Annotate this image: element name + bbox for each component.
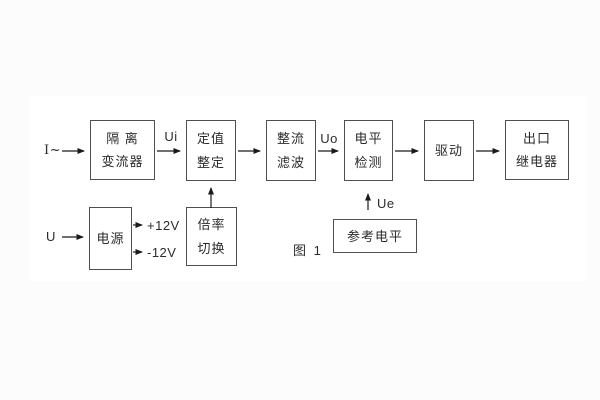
- block-power-supply: 电源: [89, 207, 132, 270]
- block-level-detection: 电平 检测: [344, 120, 393, 181]
- block-setting-adjustment-line1: 定值: [196, 131, 225, 146]
- block-output-relay-line2: 继电器: [515, 154, 558, 170]
- block-isolation-transformer-line1: 隔 离: [106, 130, 139, 146]
- block-driver: 驱动: [424, 120, 474, 181]
- label-signal-uo: Uo: [320, 131, 338, 146]
- block-ratio-switching-line2: 切换: [197, 240, 226, 256]
- block-level-detection-line1: 电平: [354, 131, 383, 146]
- label-signal-ue: Ue: [377, 196, 395, 211]
- block-rectifier-filter-line2: 滤波: [276, 155, 305, 170]
- block-ratio-switching-line1: 倍率: [197, 217, 226, 233]
- label-input-current: I~: [44, 143, 62, 158]
- block-power-supply-line1: 电源: [96, 231, 125, 246]
- block-isolation-transformer-line2: 变流器: [101, 154, 144, 170]
- block-reference-level: 参考电平: [333, 219, 417, 253]
- figure-caption: 图 1: [293, 243, 323, 258]
- label-plus-12v: +12V: [147, 218, 180, 233]
- block-setting-adjustment-line2: 整定: [196, 155, 225, 170]
- block-level-detection-line2: 检测: [354, 155, 383, 170]
- label-signal-ui: Ui: [164, 129, 178, 144]
- block-isolation-transformer: 隔 离 变流器: [90, 120, 155, 180]
- block-ratio-switching: 倍率 切换: [186, 207, 237, 266]
- label-minus-12v: -12V: [147, 245, 177, 260]
- block-driver-line1: 驱动: [434, 143, 463, 158]
- block-reference-level-line1: 参考电平: [346, 228, 403, 244]
- block-output-relay: 出口 继电器: [505, 120, 569, 180]
- block-rectifier-filter-line1: 整流: [276, 131, 305, 146]
- block-output-relay-line1: 出口: [522, 130, 551, 146]
- label-input-voltage: U: [46, 229, 56, 244]
- block-rectifier-filter: 整流 滤波: [266, 120, 316, 181]
- block-setting-adjustment: 定值 整定: [186, 120, 236, 181]
